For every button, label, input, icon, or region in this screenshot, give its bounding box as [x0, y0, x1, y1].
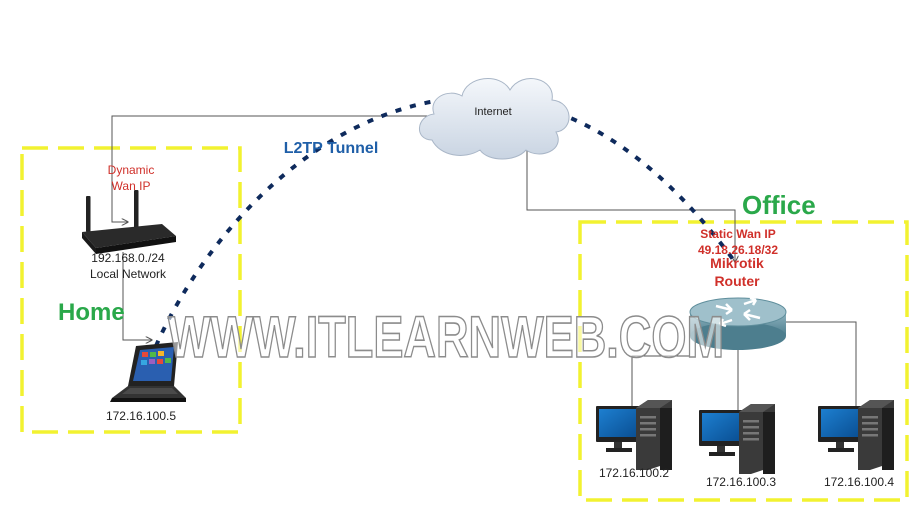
office-zone [578, 220, 909, 502]
office-wan-link [526, 150, 735, 262]
home-network-label-2: Local Network [90, 267, 167, 281]
wifi-router-icon [82, 190, 176, 254]
static-wan-label-2: 49.18.26.18/32 [698, 243, 778, 257]
home-wan-link [111, 115, 450, 222]
home-zone [20, 146, 242, 434]
office-title: Office [742, 190, 816, 220]
laptop-icon [110, 342, 186, 402]
pc-2-icon [699, 404, 775, 474]
mikrotik-label-2: Router [714, 273, 760, 289]
router-icon [689, 296, 787, 350]
pc-1-ip-label: 172.16.100.2 [599, 466, 669, 480]
pc-3-icon [818, 400, 894, 470]
pc-2-ip-label: 172.16.100.3 [706, 475, 776, 489]
pc-1-icon [596, 400, 672, 470]
pc-3-ip-label: 172.16.100.4 [824, 475, 894, 489]
home-network-label-1: 192.168.0./24 [91, 251, 165, 265]
dynamic-wan-label-1: Dynamic [108, 163, 155, 177]
laptop-ip-label: 172.16.100.5 [106, 409, 176, 423]
office-lan-link-1 [631, 355, 690, 410]
watermark-text: WWW.ITLEARNWEB.COM [168, 305, 724, 370]
tunnel-label: L2TP Tunnel [284, 140, 379, 157]
mikrotik-label-1: Mikrotik [710, 255, 764, 271]
home-lan-link [122, 252, 152, 340]
office-lan-link-3 [782, 321, 857, 410]
dynamic-wan-label-2: Wan IP [112, 179, 151, 193]
l2tp-tunnel-path [148, 95, 737, 361]
cloud-icon [419, 78, 570, 160]
home-title: Home [58, 299, 125, 326]
internet-label: Internet [474, 106, 511, 118]
static-wan-label-1: Static Wan IP [700, 227, 776, 241]
